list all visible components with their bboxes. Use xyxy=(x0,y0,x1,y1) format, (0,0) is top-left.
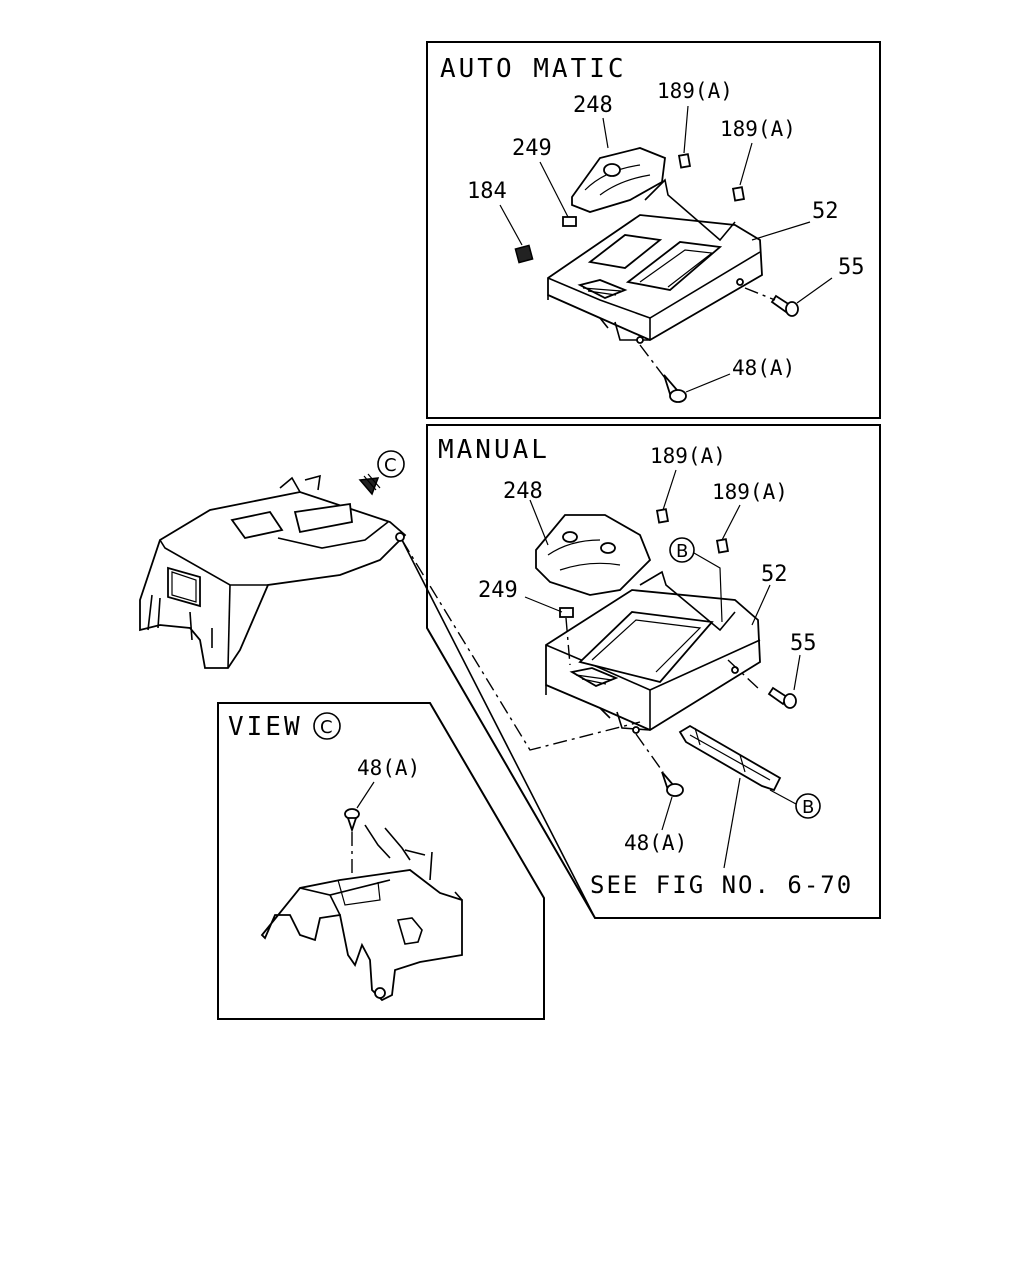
view-direction-arrow xyxy=(358,477,380,496)
manual-dash-55 xyxy=(727,659,761,691)
manual-leader-b2 xyxy=(769,789,797,805)
svg-text:B: B xyxy=(676,541,688,562)
manual-frame xyxy=(426,424,881,919)
automatic-panel: AUTO MATIC xyxy=(426,41,881,419)
auto-leader-52 xyxy=(751,221,811,241)
manual-leader-48a xyxy=(661,796,673,831)
svg-text:C: C xyxy=(384,455,397,476)
auto-dash-48a xyxy=(639,344,666,379)
auto-leader-184 xyxy=(499,204,523,246)
manual-clip-249 xyxy=(559,607,574,618)
auto-label-55: 55 xyxy=(838,255,865,280)
manual-clip-189a-1 xyxy=(655,508,670,524)
center-console-assembly: C xyxy=(139,450,407,669)
view-c-label-48a: 48(A) xyxy=(357,756,420,780)
auto-leader-189a-2 xyxy=(739,142,753,186)
assembly-dash-line xyxy=(401,539,641,751)
auto-label-189a-1: 189(A) xyxy=(657,79,733,103)
manual-panel: MANUAL xyxy=(426,424,881,919)
auto-clip-189a-2 xyxy=(731,186,746,202)
view-c-leader-48a xyxy=(356,781,375,809)
manual-callout-b-text: B xyxy=(802,797,814,818)
manual-dash-48a xyxy=(635,733,664,773)
manual-label-52: 52 xyxy=(761,562,788,587)
manual-callout-b-2: B xyxy=(795,793,821,819)
manual-label-249: 249 xyxy=(478,578,518,603)
manual-leader-b xyxy=(693,552,723,623)
console-callout-c: C xyxy=(377,450,405,478)
manual-label-48a: 48(A) xyxy=(624,831,687,855)
auto-shift-boot xyxy=(571,147,666,213)
manual-label-55: 55 xyxy=(790,631,817,656)
manual-label-248: 248 xyxy=(503,479,543,504)
auto-bolt-55 xyxy=(770,294,799,317)
automatic-title: AUTO MATIC xyxy=(440,54,627,84)
manual-title: MANUAL xyxy=(438,435,550,465)
manual-leader-248 xyxy=(529,499,549,546)
view-c-title: VIEW xyxy=(228,712,303,742)
manual-leader-249 xyxy=(524,596,563,613)
auto-label-189a-2: 189(A) xyxy=(720,117,796,141)
auto-label-52: 52 xyxy=(812,199,839,224)
auto-label-48a: 48(A) xyxy=(732,356,795,380)
manual-clip-189a-2 xyxy=(715,538,730,554)
manual-leader-189a-1 xyxy=(662,469,677,511)
auto-clip-249 xyxy=(562,216,577,227)
manual-see-fig: SEE FIG NO. 6-70 xyxy=(590,871,853,899)
view-c-callout: C xyxy=(313,712,341,740)
auto-leader-248 xyxy=(602,117,609,149)
auto-label-184: 184 xyxy=(467,179,507,204)
automatic-frame xyxy=(426,41,881,419)
manual-label-189a-2: 189(A) xyxy=(712,480,788,504)
manual-label-189a-1: 189(A) xyxy=(650,444,726,468)
auto-leader-55 xyxy=(796,277,833,304)
manual-bolt-55 xyxy=(767,686,797,709)
auto-clip-189a-1 xyxy=(677,153,692,169)
auto-dash-55 xyxy=(744,287,776,301)
view-direction-arrow-lines xyxy=(363,473,381,491)
manual-bracket xyxy=(678,724,782,792)
auto-leader-48a xyxy=(685,373,731,393)
view-c-bracket xyxy=(260,824,463,1002)
manual-shift-boot xyxy=(535,514,652,596)
view-c-screw-48a xyxy=(344,808,360,833)
manual-dash-249 xyxy=(565,617,571,666)
auto-label-248: 248 xyxy=(573,93,613,118)
auto-clip-48a xyxy=(663,374,687,403)
manual-clip-48a xyxy=(661,771,684,797)
manual-callout-b-1: B xyxy=(669,537,695,563)
assembly-solid-line xyxy=(401,539,596,919)
manual-leader-see xyxy=(723,777,741,869)
view-c-callout-text: C xyxy=(320,717,333,738)
auto-bulb-184 xyxy=(514,244,534,264)
manual-leader-55 xyxy=(793,654,801,691)
auto-console-52 xyxy=(547,178,763,344)
manual-leader-189a-2 xyxy=(721,504,741,541)
auto-leader-189a-1 xyxy=(683,105,689,154)
view-c-panel: VIEW C 48(A) xyxy=(217,702,545,1020)
manual-leader-52 xyxy=(751,584,771,626)
auto-label-249: 249 xyxy=(512,136,552,161)
auto-leader-249 xyxy=(539,161,569,218)
view-c-frame xyxy=(217,702,545,1020)
manual-console-52 xyxy=(545,570,761,734)
